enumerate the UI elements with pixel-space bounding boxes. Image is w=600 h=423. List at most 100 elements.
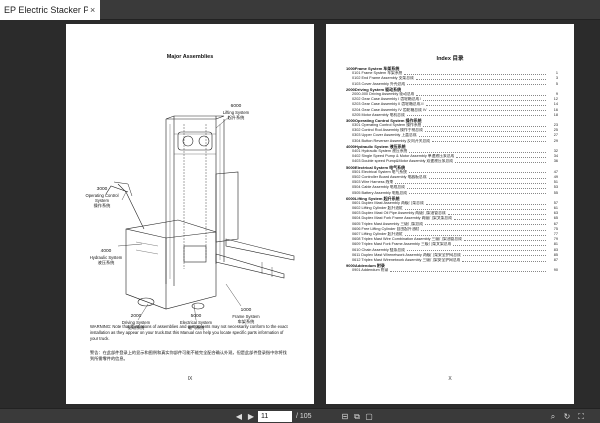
toc-entry-title: 0402 Single Speed Pump & Motor Assembly … [352, 154, 455, 159]
toc-entry-page: 77 [553, 232, 558, 236]
rotate-icon[interactable]: ↻ [563, 412, 571, 421]
toc-entry[interactable]: 0606 Free Lifting Cylinder 自由起升油缸 75 [346, 227, 558, 232]
toc-section: 4000Hydraulic System 液压系统 [346, 143, 406, 149]
toc-leader [462, 253, 546, 257]
toc-entry-page: 3 [555, 76, 558, 81]
toc-entry-page: 25 [553, 128, 558, 133]
page-number: IX [187, 376, 193, 382]
toc-entry[interactable]: 0403 Double speed Pump&Motor Assembly 双速… [346, 159, 558, 164]
page-number-input[interactable]: 11 [258, 411, 292, 422]
toc-leader [425, 201, 546, 205]
toc-leader [404, 232, 546, 236]
page-toolbar: ◀ ▶ 11 / 105 ⊟ ⧉ ▢ ⌕ ↻ ⛶ [0, 408, 600, 423]
triangle-left-icon[interactable]: ◀ [235, 412, 243, 421]
toc-entry[interactable]: 0612 Triplex Mast Wirenetwork Assembly 三… [346, 258, 558, 263]
page-major-assemblies: Major Assemblies [66, 24, 314, 404]
toc-entry-page: 81 [553, 242, 558, 247]
toc-entry[interactable]: 0402 Single Speed Pump & Motor Assembly … [346, 154, 558, 159]
toc-leader [453, 242, 546, 247]
zoom-out-icon[interactable]: ⊟ [341, 412, 349, 421]
document-viewer[interactable]: Major Assemblies [0, 20, 600, 408]
tab-bar: EP Electric Stacker PDS... × [0, 0, 600, 20]
toc-entry-page: 63 [553, 211, 558, 216]
toc-section: 6000Lifting System 起升系统 [346, 195, 400, 201]
zoom-icon[interactable]: ⌕ [550, 412, 556, 421]
toc-entry-page: 18 [553, 112, 558, 117]
stacker-illustration [105, 115, 295, 321]
toc-leader [425, 222, 546, 226]
warning-text-chinese: 警告：在此部件登录上的显示和图例和真实你部件可能不能完全配合确认外观，但是此部件… [90, 350, 287, 362]
page-number: X [448, 376, 452, 382]
toc-entry-page: 9 [555, 91, 558, 96]
toc-entry[interactable]: 0611 Duplex Mast Wirenetwork Assembly 两级… [346, 253, 558, 258]
toc-entry-page: 85 [553, 252, 558, 257]
label-electrical-system: 5000 Electrical System 电气系统 [179, 314, 213, 330]
toc-entry-title: 2000-000 Driving Assembly 驱动总成 [352, 91, 415, 96]
toc-section: 2000Driving System 驱动系统 [346, 86, 402, 92]
toc-entry-title: 0609 Triplex Mast Fork Frame Assembly 三级… [352, 242, 452, 247]
toc-entry-title: 0608 Triplex Mast Wire Combination Assem… [352, 237, 462, 242]
toc-leader [447, 211, 546, 215]
toc-entry-page: 16 [553, 107, 558, 112]
toc-leader [408, 170, 546, 174]
toc-leader [390, 268, 546, 272]
toc-entry[interactable]: 0609 Triplex Mast Fork Frame Assembly 三级… [346, 242, 558, 247]
document-tab[interactable]: EP Electric Stacker PDS... × [0, 0, 100, 20]
label-frame-system: 1000 Frame System 车架系统 [232, 308, 260, 324]
toc-entry-page: 75 [553, 226, 558, 231]
toc-section: 9000Addendum 附录 [346, 263, 385, 269]
toc-entry-title: 0606 Free Lifting Cylinder 自由起升油缸 [352, 226, 420, 231]
toc-leader [421, 227, 546, 231]
toc-entry-page: 1 [555, 71, 558, 76]
toc-entry[interactable]: 0603 Duplex Mast Oil Pipe Assembly 两级门架油… [346, 211, 558, 216]
toc-entry[interactable]: 0502 Controller Board Assembly 电器板总成 49 [346, 175, 558, 180]
toc-leader [404, 206, 546, 210]
toc-entry[interactable]: 0608 Triplex Mast Wire Combination Assem… [346, 237, 558, 242]
toc-entry[interactable]: 2000-000 Driving Assembly 驱动总成 9 [346, 92, 558, 97]
close-icon[interactable]: × [90, 5, 96, 15]
toc-entry-page: 55 [553, 190, 558, 195]
toc-entry-page: 49 [553, 174, 558, 179]
toc-leader [407, 82, 546, 86]
toc-entry-title: 0202 Gear Case Assembly I 齿轮箱总成 I [352, 97, 422, 102]
toc-entry-title: 0502 Controller Board Assembly 电器板总成 [352, 174, 427, 179]
toc-leader [406, 185, 546, 189]
toc-section: 5000Electrical System 电气系统 [346, 164, 406, 170]
toc-entry[interactable]: 0604 Duplex Mast Fork Frame Assembly 两级门… [346, 216, 558, 221]
label-lifting-system: 6000 Lifting System 起升系统 [222, 104, 250, 120]
toc-entry-title: 0103 Cover Assembly 外壳总成 [352, 81, 406, 86]
triangle-right-icon[interactable]: ▶ [247, 412, 255, 421]
two-page-view-icon[interactable]: ⧉ [354, 412, 360, 421]
toc-leader [418, 133, 546, 138]
fullscreen-icon[interactable]: ⛶ [578, 412, 584, 421]
toc-entry-page: 27 [553, 133, 558, 138]
toc-entry-title: 0611 Duplex Mast Wirenetwork Assembly 两级… [352, 252, 461, 257]
toc-entry-title: 0604 Duplex Mast Fork Frame Assembly 两级门… [352, 216, 453, 221]
tab-title: EP Electric Stacker PDS... [4, 5, 88, 15]
toc-leader [463, 237, 546, 241]
page-view-icon[interactable]: ▢ [365, 412, 373, 421]
